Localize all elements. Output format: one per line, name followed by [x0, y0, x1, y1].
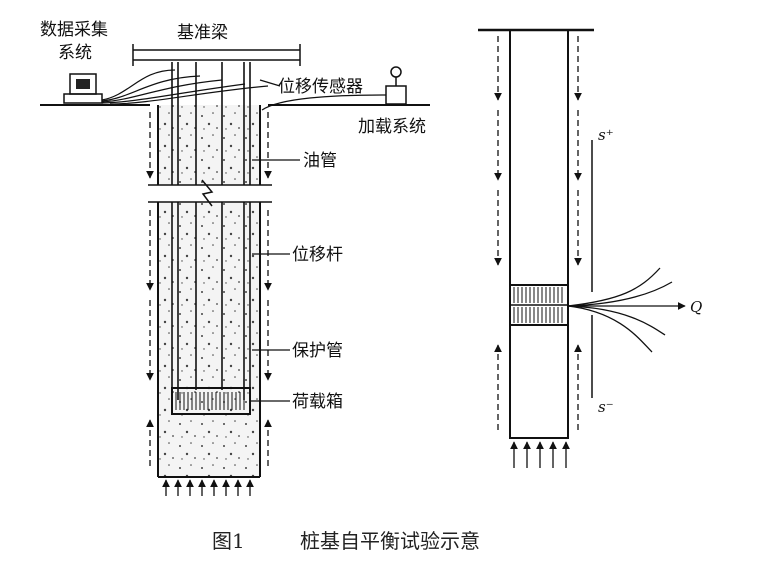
pile-lower-body: [158, 202, 260, 477]
right-diagram: s⁺ s⁻ Q: [478, 28, 702, 468]
figure-number: 图1: [212, 529, 245, 553]
displacement-rod-label: 位移杆: [292, 245, 343, 265]
reference-beam-label: 基准梁: [177, 23, 228, 43]
figure-title: 桩基自平衡试验示意: [300, 529, 480, 553]
left-diagram: 数据采集 系统 基准梁 位移传感器 加载系统: [40, 20, 430, 496]
protective-pipe-label: 保护管: [292, 341, 343, 361]
sensor-leader: [259, 79, 281, 87]
displacement-rods: [171, 62, 251, 400]
reference-beam: [132, 44, 301, 66]
load-q-label: Q: [690, 298, 702, 316]
pile-outline: [157, 105, 261, 478]
load-box-label: 荷载箱: [292, 392, 343, 412]
oil-line-to-pile: [261, 94, 387, 111]
loading-device-icon: [385, 66, 407, 105]
pile-upper-body: [158, 105, 260, 185]
pile-break-symbol: [148, 179, 272, 207]
right-base-reaction-arrows: [510, 441, 570, 468]
data-acquisition-computer-icon: [63, 73, 103, 104]
data-system-label-2: 系统: [58, 43, 92, 63]
base-reaction-arrows: [162, 479, 254, 496]
s-minus-label: s⁻: [598, 398, 614, 416]
displacement-sensor-label: 位移传感器: [278, 77, 363, 97]
lower-friction-arrows: [494, 344, 582, 430]
oil-pipe-label: 油管: [303, 151, 337, 171]
loading-system-label: 加载系统: [358, 117, 426, 137]
data-system-label-1: 数据采集: [40, 20, 108, 40]
upper-friction-arrows: [494, 36, 582, 266]
pile-free-body: [509, 29, 569, 439]
load-q-fan: [567, 267, 686, 353]
right-load-box: [509, 284, 569, 326]
signal-cables: [101, 69, 269, 105]
s-plus-label: s⁺: [598, 126, 614, 144]
